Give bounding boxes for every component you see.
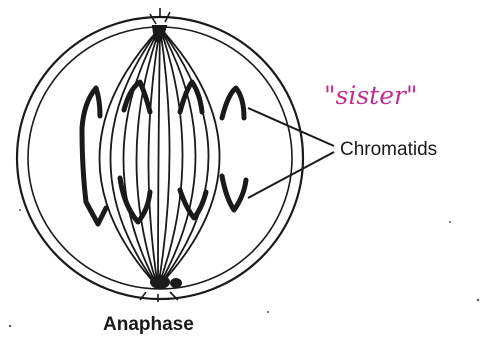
spindle-fiber bbox=[158, 28, 160, 287]
chromatid-upper bbox=[124, 82, 150, 112]
handwritten-sister-note: "sister" bbox=[324, 81, 417, 110]
chromatids-upper bbox=[82, 82, 244, 128]
chromatid-lower bbox=[222, 176, 246, 210]
spindle-fibers bbox=[99, 28, 219, 287]
chromatid-lower bbox=[82, 128, 106, 224]
label-connectors bbox=[248, 108, 334, 198]
spindle-fiber bbox=[99, 28, 160, 287]
scan-specks bbox=[9, 209, 479, 327]
connector-line-lower bbox=[248, 152, 334, 198]
spindle-fiber bbox=[158, 28, 220, 287]
anaphase-caption: Anaphase bbox=[103, 314, 194, 335]
chromatid-upper bbox=[222, 88, 244, 118]
chromatid-upper bbox=[82, 88, 100, 128]
chromatids-lower bbox=[82, 128, 246, 224]
chromatids-label: Chromatids bbox=[340, 139, 437, 160]
